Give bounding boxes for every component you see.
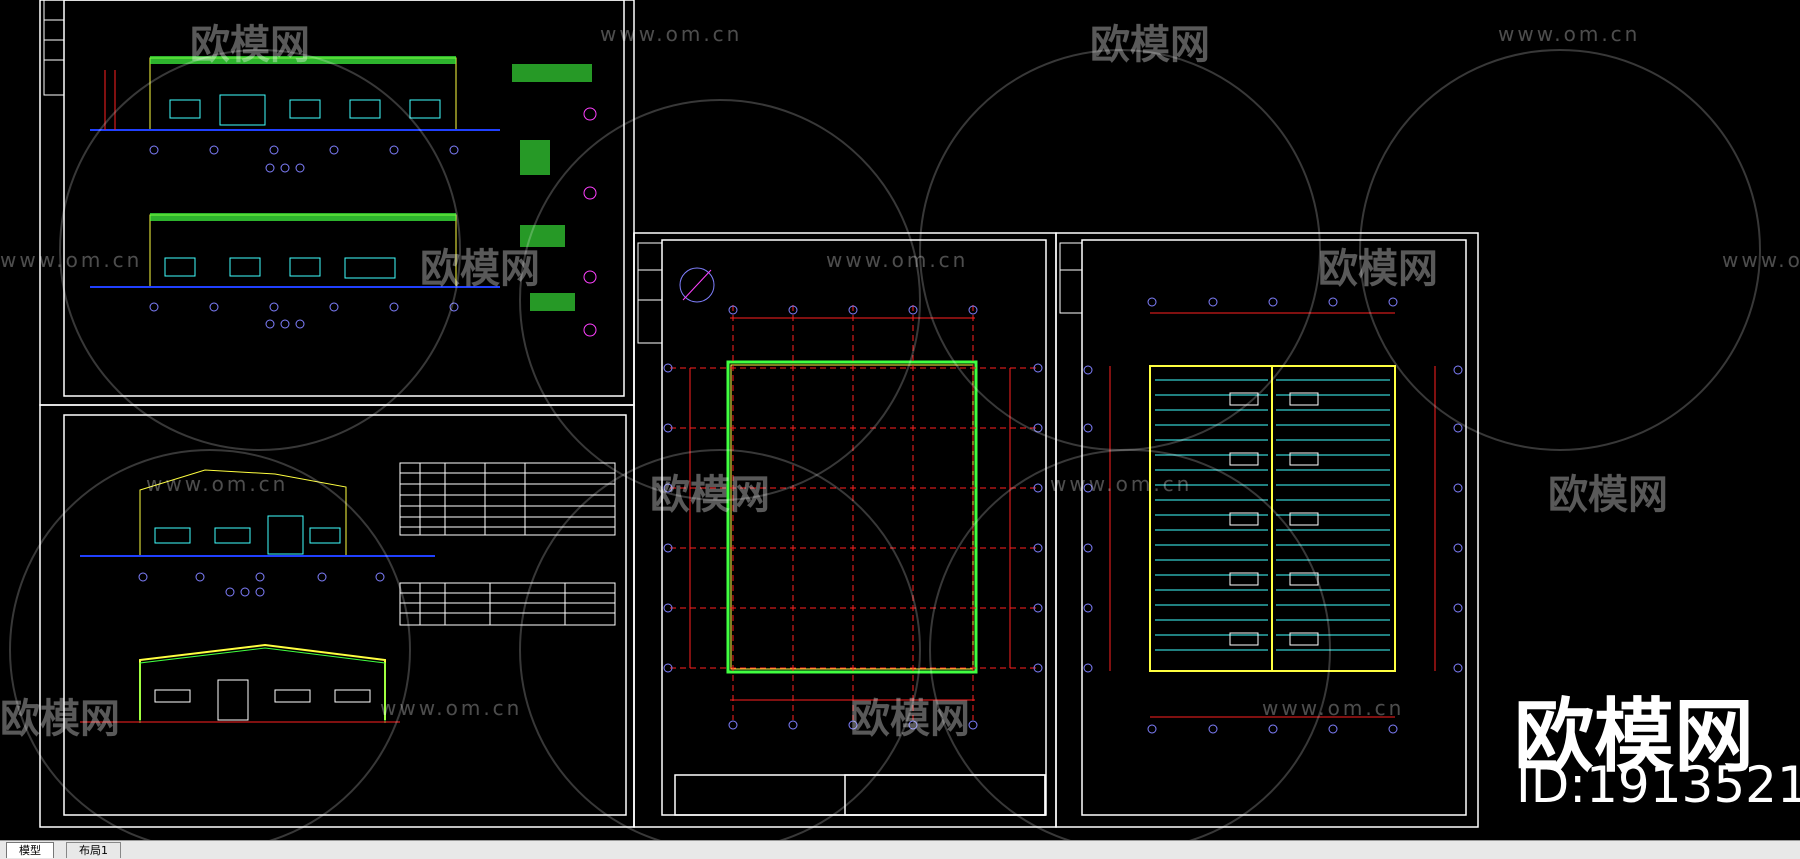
- watermark-url: www.om.cn: [826, 248, 969, 272]
- watermark-url: www.om.cn: [1498, 22, 1641, 46]
- watermark-url: www.om.cn: [1050, 472, 1193, 496]
- brand-overlay-id: ID:1913521: [1516, 756, 1800, 814]
- watermark-brand: 欧模网: [420, 246, 540, 292]
- tab-layout-1[interactable]: 布局1: [66, 842, 121, 858]
- sheet-frames: [39, 0, 1479, 828]
- watermark-circles: [9, 49, 1761, 840]
- elevation-front-1: [90, 56, 500, 173]
- watermark-brand: 欧模网: [0, 696, 120, 742]
- watermark-url: www.om.cn: [0, 248, 143, 272]
- floor-plan: [663, 267, 1043, 730]
- roof-plan: [1083, 297, 1463, 734]
- watermark-brand: 欧模网: [190, 22, 310, 68]
- watermark-url: www.om.cn: [146, 472, 289, 496]
- watermark-brand: 欧模网: [1318, 246, 1438, 292]
- title-block-strips: [43, 0, 1083, 344]
- watermark-brand: 欧模网: [850, 696, 970, 742]
- layout-tab-bar: 模型 布局1: [0, 840, 1800, 859]
- watermark-brand: 欧模网: [1548, 472, 1668, 518]
- watermark-url: www.om.cn: [380, 696, 523, 720]
- details-top: [512, 64, 597, 337]
- elevation-front-2: [90, 213, 500, 329]
- watermark-brand: 欧模网: [650, 472, 770, 518]
- tab-model[interactable]: 模型: [6, 842, 54, 858]
- brand-overlay-title: 欧模网: [1514, 690, 1754, 783]
- watermark-url: www.om.cn: [600, 22, 743, 46]
- watermark-url: www.om.cn: [1722, 248, 1800, 272]
- elevation-side: [80, 469, 435, 597]
- section-a-a: [80, 643, 400, 723]
- door-window-tables: [399, 462, 616, 626]
- watermark-brand: 欧模网: [1090, 22, 1210, 68]
- cad-drawing-canvas[interactable]: [0, 0, 1800, 840]
- watermark-url: www.om.cn: [1262, 696, 1405, 720]
